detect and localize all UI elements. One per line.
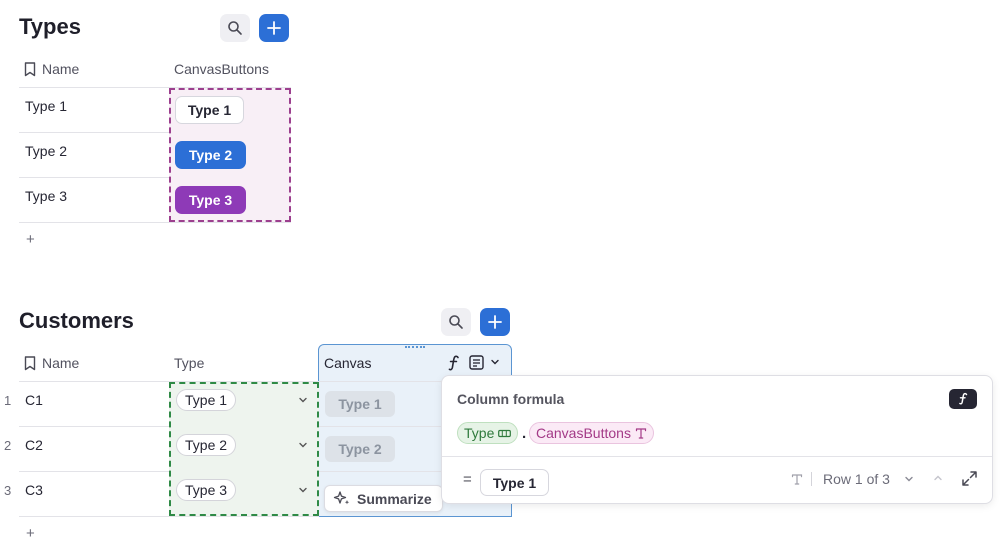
divider — [19, 177, 291, 178]
chevron-down-icon[interactable] — [904, 475, 914, 483]
customers-col-type-header[interactable]: Type — [174, 355, 204, 371]
divider — [19, 516, 319, 517]
types-table-title: Types — [19, 14, 81, 39]
formula-dot: . — [522, 425, 527, 442]
types-search-button[interactable] — [220, 14, 250, 42]
types-add-button[interactable] — [259, 14, 289, 42]
customers-table-title: Customers — [19, 308, 134, 333]
divider — [19, 132, 291, 133]
types-col-name-label: Name — [42, 61, 80, 77]
formula-tag-field[interactable]: CanvasButtons — [529, 422, 654, 444]
sparkle-icon — [333, 490, 350, 504]
plus-icon — [488, 315, 502, 329]
function-badge[interactable] — [949, 389, 977, 409]
column-formula-popup: Column formula Type . CanvasButtons = Ty… — [441, 375, 993, 504]
search-icon — [449, 315, 463, 329]
row-number: 3 — [4, 483, 12, 498]
chevron-down-icon[interactable] — [298, 486, 308, 494]
type-choice-chip[interactable]: Type 1 — [176, 389, 237, 411]
customer-row-name[interactable]: C2 — [25, 437, 43, 453]
canvas-button-type1[interactable]: Type 1 — [175, 96, 244, 124]
formula-tag-field-label: CanvasButtons — [536, 425, 631, 441]
row-number: 2 — [4, 438, 12, 453]
customers-col-canvas-header[interactable]: Canvas — [324, 355, 371, 371]
canvas-cell-button[interactable]: Type 1 — [325, 391, 395, 417]
row-number: 1 — [4, 393, 12, 408]
types-col-name-header[interactable]: Name — [24, 61, 79, 77]
summarize-label: Summarize — [357, 490, 432, 507]
canvas-button-type3[interactable]: Type 3 — [175, 186, 246, 214]
text-type-icon[interactable] — [791, 473, 803, 485]
reference-icon — [498, 429, 512, 437]
formula-tag-type[interactable]: Type — [457, 422, 519, 444]
types-add-row[interactable]: + — [26, 231, 35, 248]
types-col-buttons-label: CanvasButtons — [174, 61, 269, 77]
bookmark-icon — [24, 355, 36, 370]
types-row-name[interactable]: Type 2 — [25, 143, 68, 159]
expand-icon[interactable] — [961, 470, 978, 487]
row-status: Row 1 of 3 — [823, 471, 890, 487]
function-icon[interactable] — [447, 354, 461, 372]
chevron-down-icon[interactable] — [298, 441, 308, 449]
customers-search-button[interactable] — [441, 308, 471, 336]
canvas-button-type2[interactable]: Type 2 — [175, 141, 246, 169]
customer-row-name[interactable]: C1 — [25, 392, 43, 408]
customers-col-canvas-label: Canvas — [324, 355, 372, 371]
chevron-down-icon[interactable] — [490, 358, 500, 366]
canvas-cell-button[interactable]: Type 2 — [325, 436, 395, 462]
customers-add-button[interactable] — [480, 308, 510, 336]
customers-col-name-header[interactable]: Name — [24, 355, 79, 371]
panel-icon[interactable] — [469, 355, 484, 370]
types-row-name[interactable]: Type 1 — [25, 98, 68, 114]
result-value: Type 1 — [480, 469, 549, 496]
column-drag-handle[interactable] — [405, 346, 425, 349]
type-choice-chip[interactable]: Type 2 — [176, 434, 237, 456]
customer-row-name[interactable]: C3 — [25, 482, 43, 498]
divider — [19, 222, 291, 223]
customers-col-name-label: Name — [42, 355, 80, 371]
types-col-buttons-header[interactable]: CanvasButtons — [174, 61, 269, 77]
function-icon — [959, 392, 968, 405]
text-type-icon — [635, 428, 647, 439]
customers-col-type-label: Type — [174, 355, 205, 371]
result-equals: = — [463, 471, 472, 488]
plus-icon — [267, 21, 281, 35]
type-choice-chip[interactable]: Type 3 — [176, 479, 237, 501]
chevron-up-icon[interactable] — [933, 474, 943, 482]
customers-add-row[interactable]: + — [26, 525, 35, 542]
chevron-down-icon[interactable] — [298, 396, 308, 404]
types-row-name[interactable]: Type 3 — [25, 188, 68, 204]
divider — [19, 87, 291, 88]
divider — [19, 381, 511, 382]
search-icon — [228, 21, 242, 35]
popup-divider — [442, 456, 992, 457]
formula-tag-type-label: Type — [464, 425, 495, 441]
summarize-button[interactable]: Summarize — [324, 485, 443, 512]
bookmark-icon — [24, 61, 36, 76]
popup-title: Column formula — [457, 391, 565, 407]
separator — [811, 472, 812, 486]
